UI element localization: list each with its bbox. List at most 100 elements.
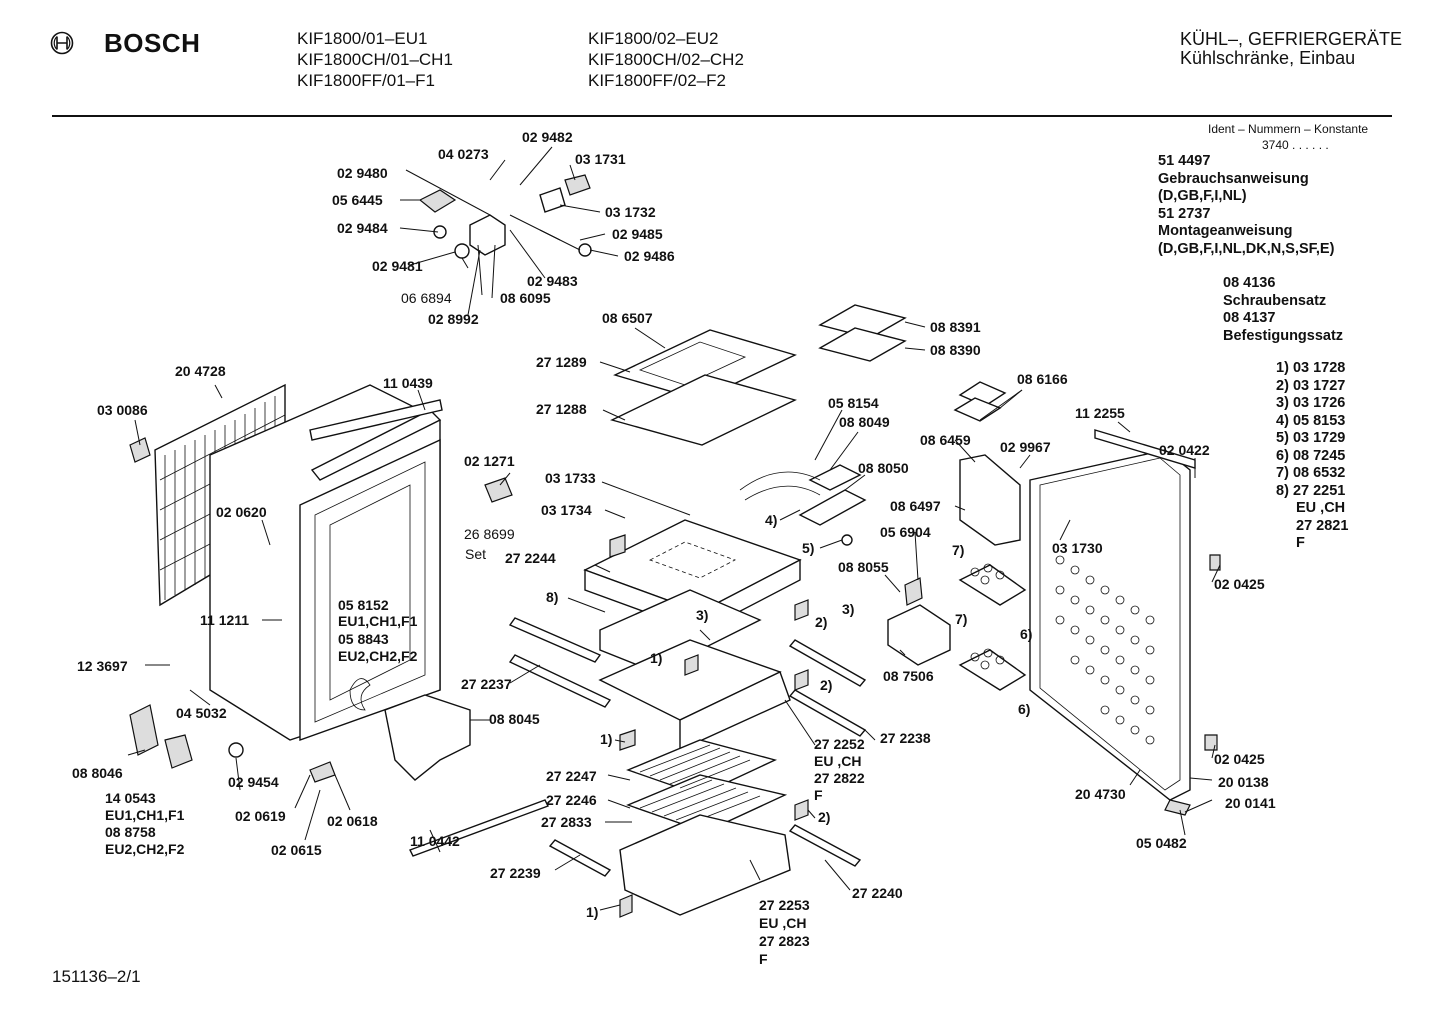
callout-label: EU ,CH <box>814 753 862 769</box>
callout-label: 1) <box>650 650 663 666</box>
callout-label: 02 9454 <box>228 774 279 790</box>
callout-label: 02 9480 <box>337 165 388 181</box>
callout-label: 27 1289 <box>536 354 587 370</box>
callout-label: 7) <box>955 611 968 627</box>
legend-row: 5) 03 1729 <box>1276 430 1346 446</box>
callout-label: 08 6507 <box>602 310 653 326</box>
callout-label: 02 9482 <box>522 129 573 145</box>
crisper-drawer-icon <box>619 814 791 916</box>
category-title: KÜHL–, GEFRIERGERÄTE <box>1180 29 1403 49</box>
callout-label: 27 2237 <box>461 676 512 692</box>
callout-label: 08 8391 <box>930 319 981 335</box>
document-list: 51 4497 Gebrauchsanweisung (D,GB,F,I,NL)… <box>1158 153 1334 258</box>
model-code: KIF1800CH/02–CH2 <box>588 50 744 69</box>
grid-shelf-icon <box>626 739 788 833</box>
callout-label: 02 9483 <box>527 273 578 289</box>
callout-label: 02 8992 <box>428 311 479 327</box>
callout-label: 27 2239 <box>490 865 541 881</box>
legend-row: 27 2821 <box>1296 517 1349 534</box>
callout-label: 08 8758 <box>105 824 156 840</box>
legend-row: 2) 03 1727 <box>1276 377 1346 394</box>
callout-label: 27 2240 <box>852 885 903 901</box>
glass-shelf-icon <box>610 329 797 446</box>
callout-label: 02 0425 <box>1214 576 1265 592</box>
leader-lines <box>127 146 1221 911</box>
rail-icon <box>309 399 867 877</box>
model-code: KIF1800/02–EU2 <box>588 29 719 48</box>
callout-label: 7) <box>952 542 965 558</box>
callout-label: 08 8055 <box>838 559 889 575</box>
egg-tray-icon <box>970 563 1005 670</box>
callout-label: 11 0439 <box>383 375 433 391</box>
door-panel-icon <box>1029 429 1196 801</box>
callout-label: F <box>814 787 823 803</box>
category: KÜHL–, GEFRIERGERÄTE Kühlschränke, Einba… <box>1180 30 1402 68</box>
callout-label: 08 7506 <box>883 668 934 684</box>
callout-label: 27 2244 <box>505 550 556 566</box>
kit-title: Befestigungssatz <box>1223 327 1344 344</box>
legend-row: 1) 03 1728 <box>1276 360 1346 376</box>
callout-label: 02 0425 <box>1214 751 1265 767</box>
kit-title: Schraubensatz <box>1223 292 1327 309</box>
callout-label: 03 1731 <box>575 151 626 167</box>
callout-label: 02 0422 <box>1159 442 1210 458</box>
callout-label: 02 9486 <box>624 248 675 264</box>
callout-label: 6) <box>1018 701 1031 717</box>
callout-label: 26 8699 <box>464 526 515 542</box>
callout-label: 05 8843 <box>338 631 389 647</box>
brand-name: BOSCH <box>104 28 201 58</box>
model-code: KIF1800FF/01–F1 <box>297 71 435 90</box>
callout-label: 06 6894 <box>401 290 452 306</box>
doc-number: 51 2737 <box>1158 205 1211 222</box>
doc-languages: (D,GB,F,I,NL,DK,N,S,SF,E) <box>1158 240 1335 257</box>
callout-label: EU1,CH1,F1 <box>338 613 418 629</box>
callout-label: 02 1271 <box>464 453 515 469</box>
callout-label: F <box>759 951 768 967</box>
callout-label: 08 8045 <box>489 711 540 727</box>
callout-label: 8) <box>546 589 559 605</box>
callout-label: 20 4728 <box>175 363 226 379</box>
doc-title: Montageanweisung <box>1158 223 1293 239</box>
callout-label: 14 0543 <box>105 790 156 806</box>
doc-languages: (D,GB,F,I,NL) <box>1158 188 1247 204</box>
callout-label: 20 0141 <box>1225 795 1276 811</box>
model-code: KIF1800/01–EU1 <box>297 29 428 48</box>
callout-label: EU ,CH <box>759 915 807 931</box>
callout-label: 27 2252 <box>814 736 865 752</box>
door-shelf-icon <box>887 454 1027 691</box>
callout-label: 03 1734 <box>541 502 592 518</box>
legend-row: 3) 03 1726 <box>1276 395 1346 411</box>
lamp-cover-icon <box>739 464 867 526</box>
thermostat-icon <box>418 174 592 259</box>
callout-label: 27 2833 <box>541 814 592 830</box>
callout-label: 03 1733 <box>545 470 596 486</box>
butter-dish-icon <box>818 304 1007 422</box>
callout-label: 02 0618 <box>327 813 378 829</box>
header-rule <box>52 115 1392 117</box>
callout-label: 02 0619 <box>235 808 286 824</box>
kit-list: 08 4136 Schraubensatz 08 4137 Befestigun… <box>1223 275 1343 345</box>
legend-row: 6) 08 7245 <box>1276 447 1346 464</box>
ident-title: Ident – Nummern – Konstante <box>1208 122 1369 136</box>
cabinet-body-icon <box>209 384 442 741</box>
callout-label: 11 2255 <box>1075 405 1125 421</box>
callout-label: 2) <box>815 614 828 630</box>
legend-row: 7) 08 6532 <box>1276 465 1346 481</box>
callout-label: 04 5032 <box>176 705 227 721</box>
callout-label: 20 0138 <box>1218 774 1269 790</box>
callout-label: 27 2823 <box>759 933 810 949</box>
callout-label: 08 8049 <box>839 414 890 430</box>
callout-label: 4) <box>765 512 778 528</box>
callout-label: 05 0482 <box>1136 835 1187 851</box>
legend-row: 4) 05 8153 <box>1276 412 1346 429</box>
callout-label: 08 8390 <box>930 342 981 358</box>
callout-label: 2) <box>820 677 833 693</box>
callout-label: 08 6095 <box>500 290 551 306</box>
callout-label: 3) <box>842 601 855 617</box>
callout-label: 04 0273 <box>438 146 489 162</box>
kit-number: 08 4136 <box>1223 275 1276 291</box>
bosch-logo-icon <box>50 31 74 55</box>
model-list-1: KIF1800/01–EU1 KIF1800CH/01–CH1 KIF1800F… <box>297 28 453 91</box>
callout-label: 1) <box>600 731 613 747</box>
callout-label: 08 8050 <box>858 460 909 476</box>
